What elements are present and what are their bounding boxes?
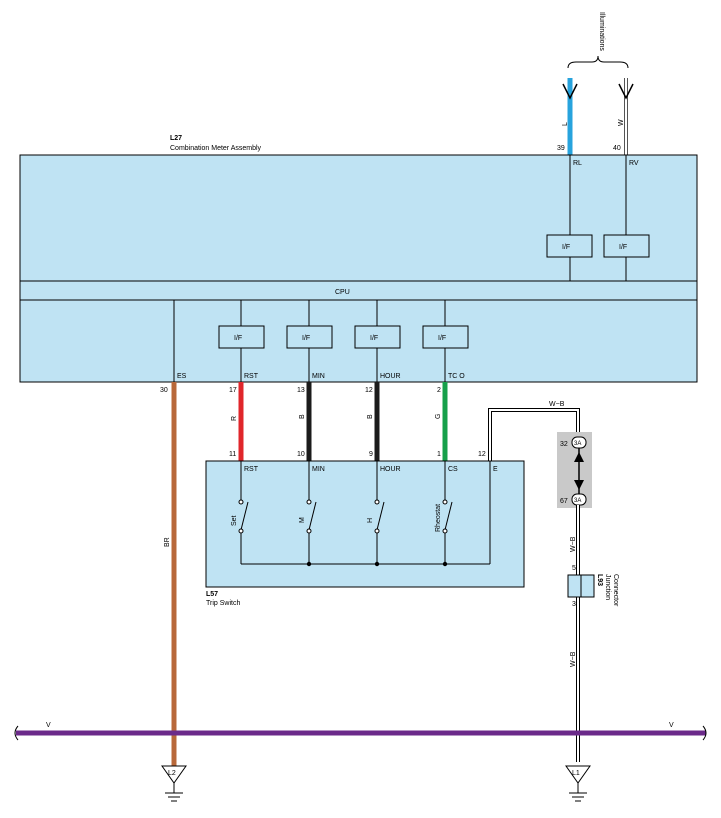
junction-name-2: Connector (612, 574, 619, 607)
pin-5: 5 (572, 565, 576, 572)
pin-1: 1 (437, 451, 441, 458)
pin-12-meter: 12 (365, 387, 373, 394)
wb-label-low: W−B (570, 651, 577, 667)
wire-color-br: BR (164, 537, 171, 547)
wire-color-b1: B (299, 414, 306, 419)
combination-meter-assembly: L27 Combination Meter Assembly CPU RL RV… (19, 135, 698, 383)
if-label-rl: I/F (562, 244, 570, 251)
sw-terminal-hour: HOUR (380, 466, 401, 473)
terminal-es: ES (177, 373, 187, 380)
illuminations-label: Illuminations (598, 12, 605, 51)
if-box-rl (546, 234, 593, 258)
pin-9: 9 (369, 451, 373, 458)
connector-3a: 32 67 3A 3A (557, 432, 592, 508)
connector-3a-label-top: 3A (574, 441, 581, 447)
switch-rheostat: Rheostat (435, 504, 442, 532)
pin-3: 3 (572, 601, 576, 608)
switch-h: H (367, 518, 374, 523)
wire-color-w: W (618, 119, 625, 126)
illum-wire-l: L 39 (557, 78, 578, 155)
v-bus: V V (14, 722, 707, 741)
terminal-hour: HOUR (380, 373, 401, 380)
if-box-tco (422, 325, 469, 349)
cpu-label: CPU (335, 289, 350, 296)
connector-3a-label-bottom: 3A (574, 498, 581, 504)
wire-color-r: R (231, 416, 238, 421)
if-label-rst: I/F (234, 335, 242, 342)
wire-color-b2: B (367, 414, 374, 419)
wb-label-mid: W−B (570, 536, 577, 552)
if-box-min (286, 325, 333, 349)
wire-color-l: L (562, 122, 569, 126)
meter-name: Combination Meter Assembly (170, 145, 262, 152)
sw-terminal-rst: RST (244, 466, 259, 473)
pin-30: 30 (160, 387, 168, 394)
if-box-rst (218, 325, 265, 349)
meter-code: L27 (170, 135, 182, 142)
illuminations-brace (567, 55, 629, 69)
if-label-tco: I/F (438, 335, 446, 342)
pin-67: 67 (560, 498, 568, 505)
wire-color-g: G (435, 414, 442, 419)
wb-label-top: W−B (549, 401, 565, 408)
pin-2: 2 (437, 387, 441, 394)
wb-wire-lower: W−B W−B (570, 505, 580, 762)
terminal-rst: RST (244, 373, 259, 380)
ground-l1: L1 (565, 765, 591, 802)
v-label-left: V (46, 722, 51, 729)
pin-40: 40 (613, 145, 621, 152)
pin-39: 39 (557, 145, 565, 152)
illum-wire-w: W 40 (613, 78, 634, 155)
ground-l2: L2 (161, 765, 187, 802)
sw-terminal-min: MIN (312, 466, 325, 473)
junction-code: L93 (596, 574, 603, 586)
trip-switch-code: L57 (206, 591, 218, 598)
trip-switch-box (205, 460, 525, 588)
sw-terminal-e: E (493, 466, 498, 473)
pin-17: 17 (229, 387, 237, 394)
junction-name-1: Junction (604, 574, 611, 600)
pin-32: 32 (560, 441, 568, 448)
v-label-right: V (669, 722, 674, 729)
switch-m: M (299, 517, 306, 523)
pin-11: 11 (229, 451, 236, 458)
junction-connector: 5 3 L93 Junction Connector (567, 565, 619, 608)
pin-12-switch: 12 (478, 451, 486, 458)
if-box-hour (354, 325, 401, 349)
terminal-rl: RL (573, 160, 582, 167)
trip-switch-name: Trip Switch (206, 600, 240, 607)
sw-terminal-cs: CS (448, 466, 458, 473)
switch-set: Set (231, 515, 238, 526)
if-label-rv: I/F (619, 244, 627, 251)
pin-10: 10 (297, 451, 305, 458)
ground-l2-label: L2 (168, 770, 176, 777)
pin-13: 13 (297, 387, 305, 394)
terminal-tco: TC O (448, 373, 465, 380)
terminal-min: MIN (312, 373, 325, 380)
trip-switch: 11 10 9 1 12 RST MIN HOUR CS E (205, 451, 525, 607)
wb-wire-top: W−B (488, 401, 580, 461)
if-box-rv (603, 234, 650, 258)
terminal-rv: RV (629, 160, 639, 167)
ground-l1-label: L1 (572, 770, 580, 777)
illuminations-group: Illuminations (567, 12, 629, 69)
if-label-min: I/F (302, 335, 310, 342)
if-label-hour: I/F (370, 335, 378, 342)
